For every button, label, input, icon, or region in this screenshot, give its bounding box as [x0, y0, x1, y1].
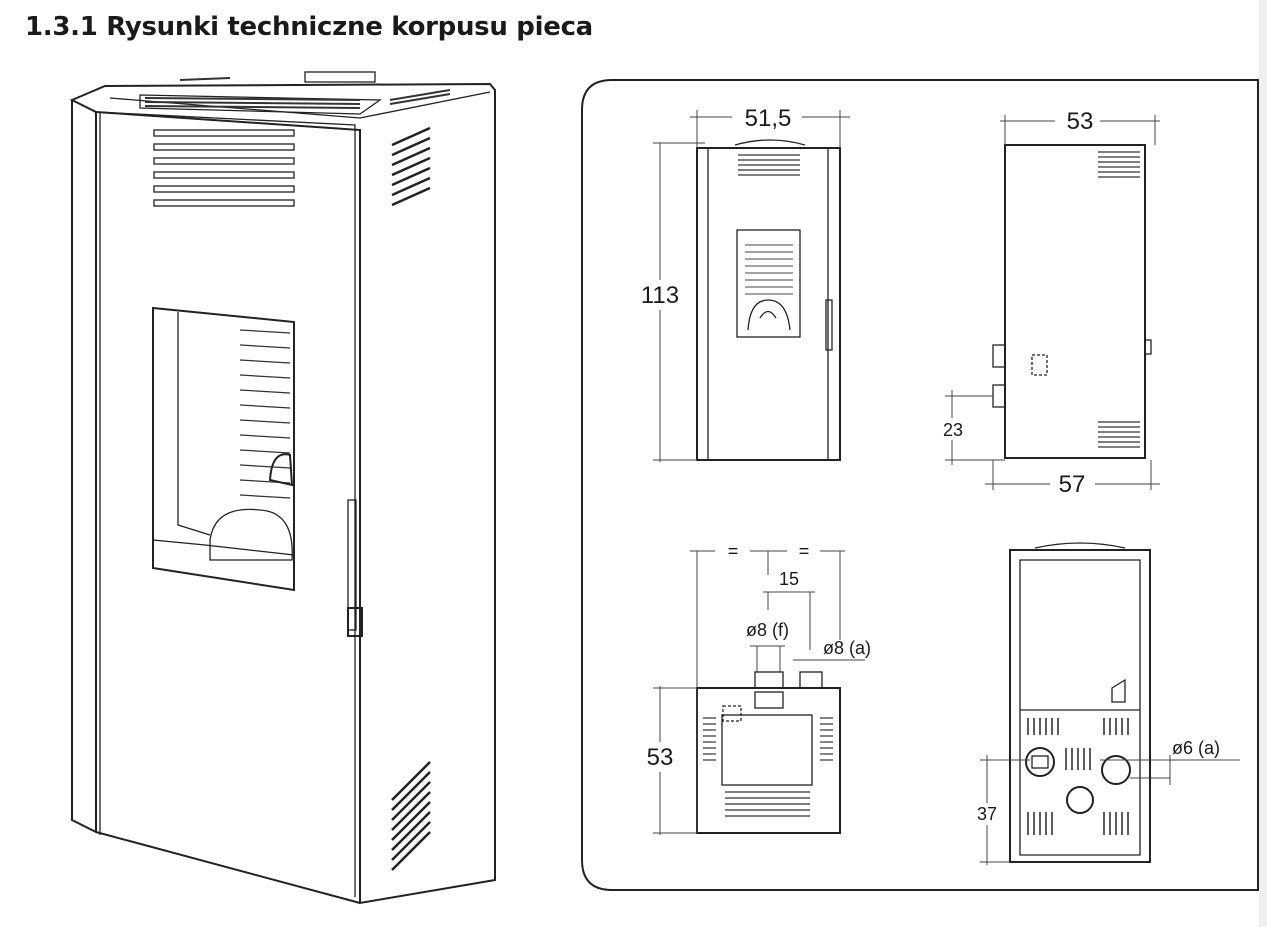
stove-perspective-drawing: [69, 71, 496, 905]
rear-pipe-a-label: ø6 (a): [1172, 738, 1220, 758]
section-title: 1.3.1 Rysunki techniczne korpusu pieca: [25, 12, 593, 42]
side-bottom-depth-label: 57: [1059, 471, 1086, 498]
front-height-label: 113: [641, 282, 679, 309]
views-frame: [581, 79, 1259, 891]
side-top-depth-label: 53: [1067, 108, 1094, 135]
scrollbar[interactable]: [1259, 0, 1267, 927]
side-flue-height-label: 23: [943, 420, 963, 440]
pipe-f-label: ø8 (f): [746, 620, 789, 640]
rear-view: ø6 (a) 37: [972, 542, 1240, 865]
top-depth-label: 53: [647, 744, 674, 771]
equal-spacing-right: =: [799, 541, 810, 561]
equal-spacing-left: =: [728, 541, 739, 561]
top-view: = = 15 ø8 (f) ø8 (a) 53: [640, 541, 871, 835]
pipe-a-label: ø8 (a): [823, 638, 871, 658]
rear-height-label: 37: [977, 804, 997, 824]
pipe-offset-label: 15: [779, 569, 799, 589]
front-width-label: 51,5: [745, 105, 792, 132]
side-view: 53 57 23: [938, 106, 1160, 498]
front-view: 51,5 113: [638, 105, 850, 462]
